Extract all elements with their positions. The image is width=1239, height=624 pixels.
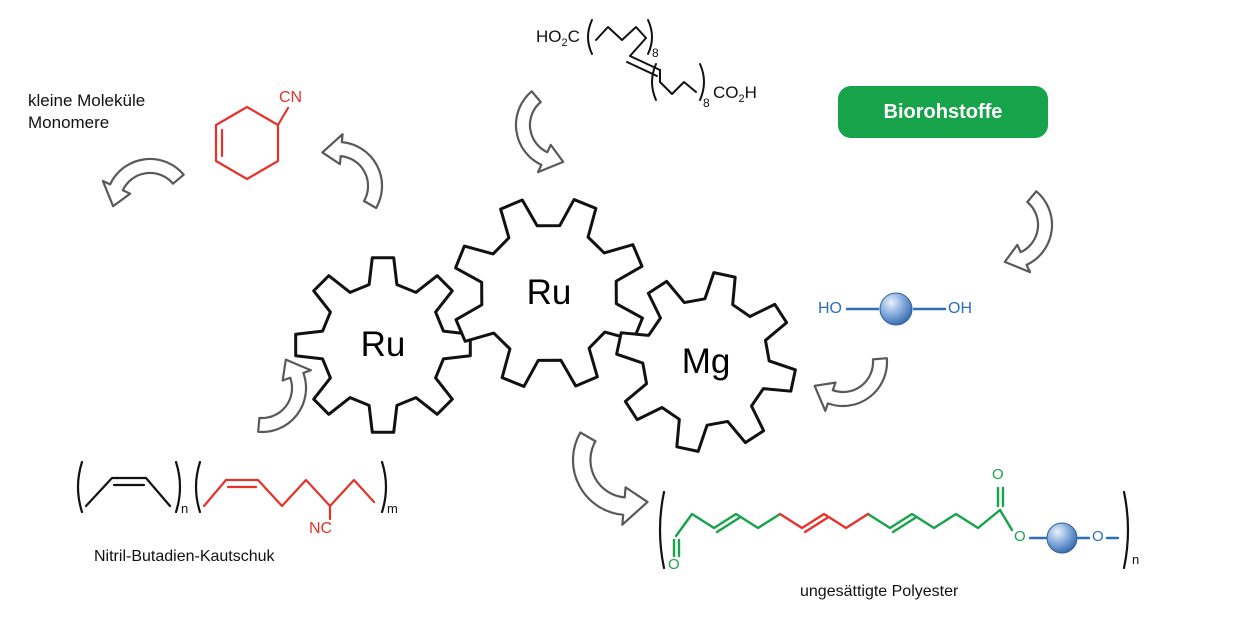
diol-structure [846,292,946,326]
polyester-sphere [1046,522,1078,554]
diol-sphere [879,292,913,326]
small-molecules-label: kleine Moleküle Monomere [28,90,145,134]
curved-arrow-nbr-to-gear-icon [234,351,328,445]
diacid-left-c: C [567,27,580,46]
curved-arrow-diacid-to-gear-icon [514,90,565,174]
diacid-left-group-label: HO2C [536,26,580,50]
diacid-left-sub: 2 [561,37,568,49]
curved-arrow-biorohstoffe-to-diol-icon [1003,190,1054,274]
diacid-right-group-label: CO2H [713,82,757,106]
polyester-caption: ungesättigte Polyester [800,583,959,600]
polyester-ester-o: O [1014,528,1026,545]
diacid-ho: HO [536,27,562,46]
diacid-repeat-right-sub: 8 [703,96,710,110]
curved-arrow-gear-to-nitrile-icon [317,125,392,220]
diacid-right-sub: 2 [738,93,745,105]
diacid-right-h: H [744,83,757,102]
gear-left-label: Ru [360,325,406,364]
small-molecules-line1: kleine Moleküle [28,91,146,110]
curved-arrow-diol-to-gear-icon [806,334,900,428]
diacid-co: CO [713,83,739,102]
polyester-carbonyl-left-o: O [668,556,680,573]
nbr-structure [76,460,388,521]
nbr-nitrile-label: NC [309,520,333,537]
nbr-caption: Nitril-Butadien-Kautschuk [94,548,275,565]
small-molecules-line2: Monomere [28,113,110,132]
diol-right-group-label: OH [948,300,972,317]
polyester-carbonyl-right-o: O [992,466,1004,483]
gear-right-label: Mg [681,342,731,381]
diacid-repeat-left-sub: 8 [652,46,659,60]
curved-arrow-to-monomers-icon [101,157,185,208]
nitrile-group-label: CN [279,89,303,106]
cyclohexene-nitrile-structure [214,105,290,181]
curved-arrow-gear-to-polyester-icon [560,417,654,536]
diol-left-group-label: HO [818,300,842,317]
biorohstoffe-badge: Biorohstoffe [838,86,1048,138]
diacid-structure [587,19,705,101]
nbr-repeat-n-sub: n [181,501,189,516]
polyester-repeat-n-sub: n [1132,552,1140,567]
polyester-structure [658,486,1130,570]
nbr-repeat-m-sub: m [387,501,398,516]
polyester-chain-o: O [1092,528,1104,545]
gear-middle-label: Ru [526,273,572,312]
